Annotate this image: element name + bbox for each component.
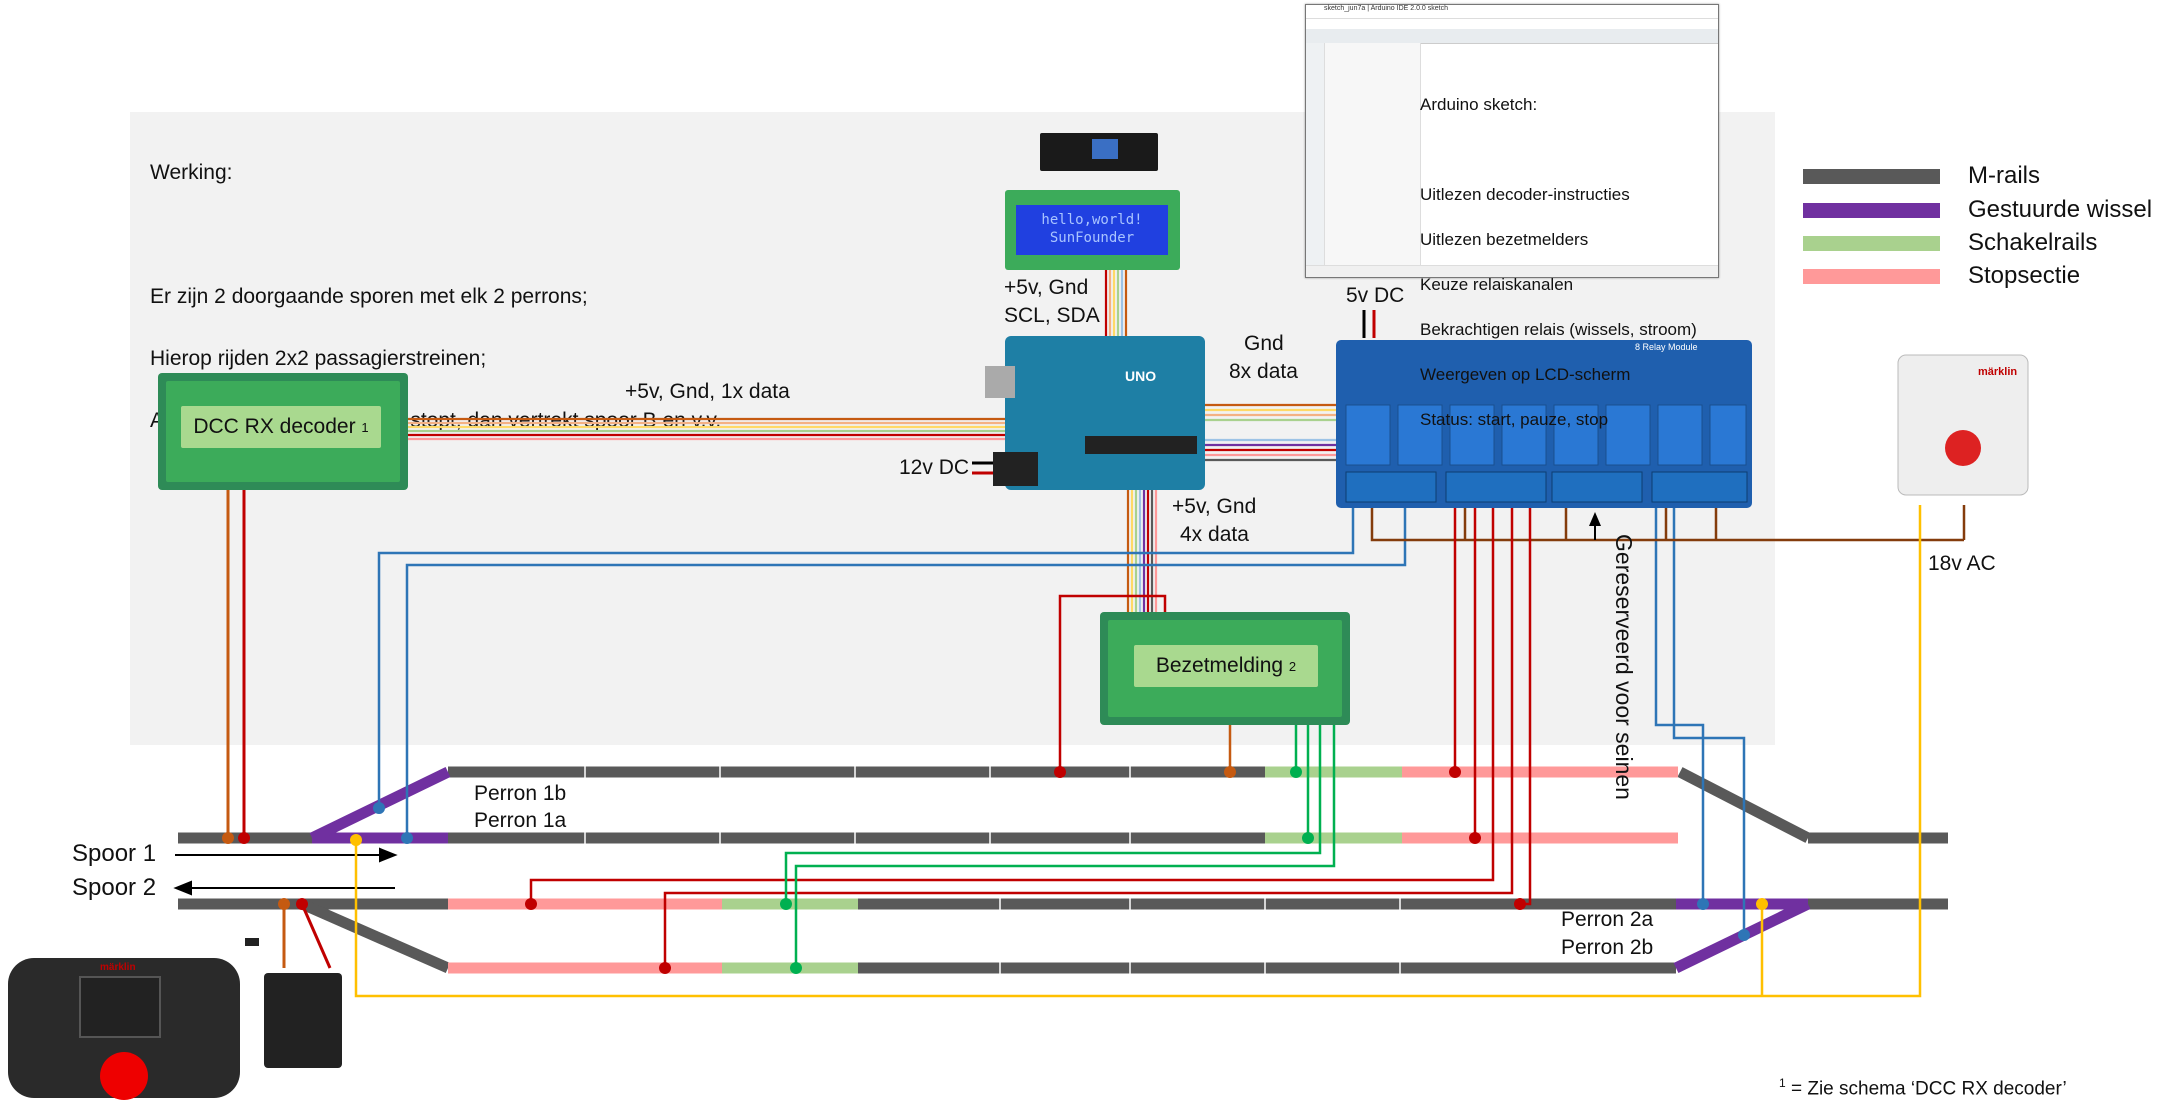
intro-line-2: Hierop rijden 2x2 passagierstreinen;	[150, 347, 487, 370]
lcd-text: hello,world! SunFounder	[1041, 212, 1143, 246]
sketch-heading: Arduino sketch:	[1420, 94, 1538, 114]
sketch-item-6: Status: start, pauze, stop	[1420, 409, 1609, 429]
ide-status-bar	[1306, 265, 1718, 277]
mobile-station-brand: märklin	[100, 962, 136, 973]
ide-sketch-text: Arduino sketch: Uitlezen decoder-instruc…	[1420, 71, 1697, 454]
perron1b-label: Perron 1b	[474, 782, 567, 805]
intro-heading: Werking:	[150, 161, 233, 184]
decoder-wires-label: +5v, Gnd, 1x data	[625, 380, 790, 403]
spoor2-label: Spoor 2	[72, 874, 157, 901]
relay-brand: 8 Relay Module	[1635, 342, 1698, 352]
legend-swatch	[1803, 202, 1940, 218]
legend-m-rails: M-rails	[1803, 162, 2040, 190]
footnote: 1 = Zie schema ‘DCC RX decoder’	[1779, 1076, 2067, 1100]
sketch-item-2: Uitlezen bezetmelders	[1420, 229, 1589, 249]
ide-toolbar	[1306, 29, 1718, 44]
legend-gestuurde-wissel: Gestuurde wissel	[1803, 196, 2152, 224]
bezet-data-label: 4x data	[1180, 523, 1249, 546]
arduino-power-label: 12v DC	[899, 456, 970, 479]
relay-power-label: 5v DC	[1346, 284, 1405, 307]
legend-swatch	[1803, 268, 1940, 284]
legend-schakelrails: Schakelrails	[1803, 229, 2097, 257]
bezetmelding-label: Bezetmelding 2	[1134, 645, 1318, 687]
transformer-ac-label: 18v AC	[1928, 552, 1996, 575]
perron1a-label: Perron 1a	[474, 809, 567, 832]
arduino-ide-window: sketch_jun7a | Arduino IDE 2.0.0 sketch …	[1305, 4, 1719, 429]
ide-sidebar	[1306, 43, 1325, 265]
bezet-ribbon	[1126, 490, 1158, 612]
spoor1-label: Spoor 1	[72, 840, 157, 867]
lcd-bus-label: SCL, SDA	[1004, 304, 1100, 327]
direction-arrows	[173, 847, 398, 896]
rail-joints	[584, 765, 1401, 974]
legend-swatch	[1803, 168, 1940, 184]
perron2b-label: Perron 2b	[1561, 936, 1654, 959]
relay-ribbon	[1200, 403, 1338, 462]
decoder-ribbon	[407, 417, 1005, 441]
legend-stopsectie: Stopsectie	[1803, 262, 2080, 290]
legend-swatch	[1803, 235, 1940, 251]
relay-gnd-label: Gnd	[1244, 332, 1284, 355]
transformer-brand: märklin	[1978, 366, 2018, 378]
sketch-item-5: Weergeven op LCD-scherm	[1420, 364, 1631, 384]
sketch-item-3: Keuze relaiskanalen	[1420, 274, 1574, 294]
ide-debug-panel	[1325, 43, 1421, 265]
arduino-logo: UNO	[1125, 368, 1157, 384]
ide-title-bar: sketch_jun7a | Arduino IDE 2.0.0 sketch	[1306, 5, 1718, 19]
transformer	[1897, 354, 2029, 496]
ide-menu-bar	[1306, 19, 1718, 29]
m-rails	[178, 766, 1948, 974]
reserved-label: Gereserveerd voor seinen	[1611, 534, 1637, 800]
sketch-item-1: Uitlezen decoder-instructies	[1420, 184, 1630, 204]
bezet-power-label: +5v, Gnd	[1172, 495, 1257, 518]
relay-data-label: 8x data	[1229, 360, 1298, 383]
schakelrails	[722, 766, 1402, 974]
stopsectie	[448, 766, 1678, 974]
dcc-decoder-label: DCC RX decoder 1	[181, 406, 381, 448]
intro-line-1: Er zijn 2 doorgaande sporen met elk 2 pe…	[150, 285, 588, 308]
perron2a-label: Perron 2a	[1561, 908, 1654, 931]
lcd-power-label: +5v, Gnd	[1004, 276, 1089, 299]
lcd-ribbon	[1104, 270, 1128, 345]
mobile-station-box	[264, 973, 342, 1068]
sketch-item-4: Bekrachtigen relais (wissels, stroom)	[1420, 319, 1697, 339]
